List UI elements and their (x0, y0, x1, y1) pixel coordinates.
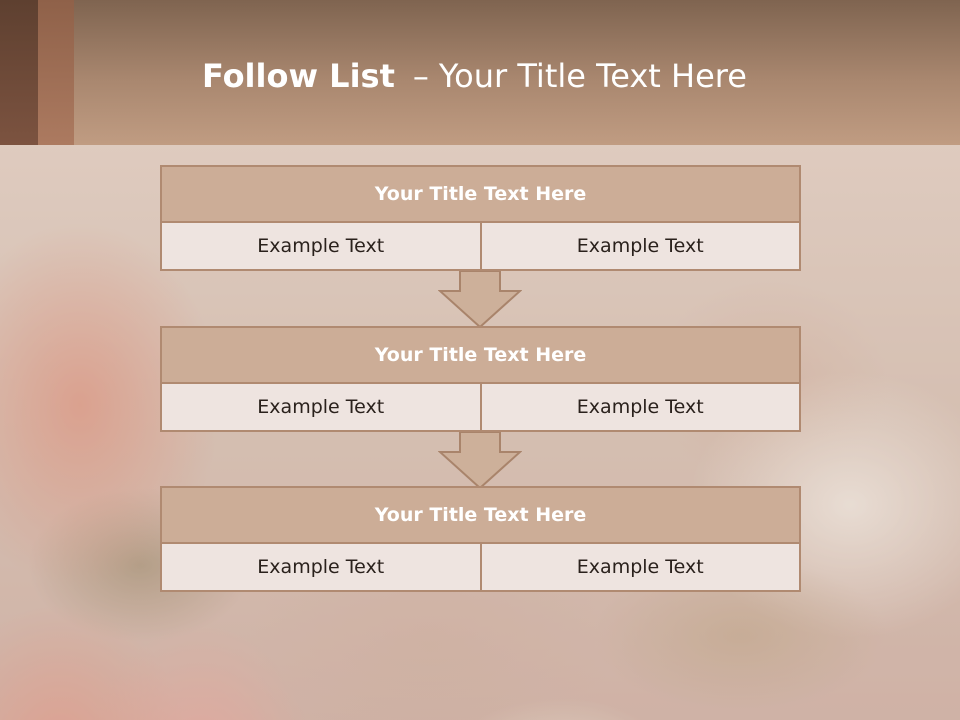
header-accent-dark (0, 0, 38, 145)
flow-box-left-text: Example Text (162, 384, 480, 430)
flow-box-row: Example Text Example Text (162, 223, 799, 269)
slide-title-bold: Follow List (202, 57, 395, 95)
down-arrow-icon (438, 271, 522, 328)
flow-box-row: Example Text Example Text (162, 544, 799, 590)
down-arrow-icon (438, 432, 522, 489)
flow-box-left-text: Example Text (162, 544, 480, 590)
flow-box-3[interactable]: Your Title Text Here Example Text Exampl… (160, 486, 801, 592)
flow-box-title: Your Title Text Here (162, 167, 799, 223)
flow-box-title: Your Title Text Here (162, 328, 799, 384)
flow-box-1[interactable]: Your Title Text Here Example Text Exampl… (160, 165, 801, 271)
flow-box-title: Your Title Text Here (162, 488, 799, 544)
slide-title[interactable]: Follow List–Your Title Text Here (202, 52, 747, 100)
slide-title-dash: – (412, 57, 429, 95)
flow-box-right-text: Example Text (479, 223, 799, 269)
slide-title-rest: Your Title Text Here (438, 57, 747, 95)
flow-box-right-text: Example Text (479, 384, 799, 430)
header-band (0, 0, 960, 145)
flow-box-left-text: Example Text (162, 223, 480, 269)
header-accent-mid (38, 0, 74, 145)
flow-box-right-text: Example Text (479, 544, 799, 590)
flow-box-2[interactable]: Your Title Text Here Example Text Exampl… (160, 326, 801, 432)
flow-box-row: Example Text Example Text (162, 384, 799, 430)
